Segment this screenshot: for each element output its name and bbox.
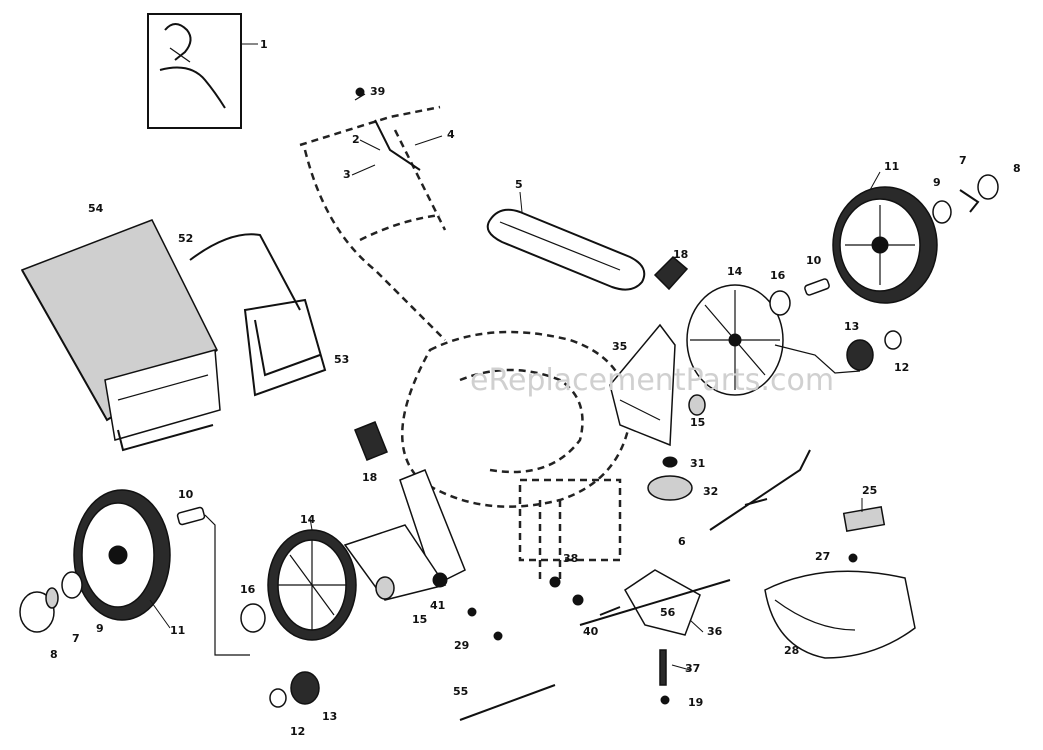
callout-19: 19	[688, 696, 703, 709]
callout-14-right: 14	[727, 265, 743, 278]
callout-13-left: 13	[322, 710, 337, 723]
callout-14-left: 14	[300, 513, 316, 526]
left-wheel	[73, 489, 171, 621]
callout-27: 27	[815, 550, 830, 563]
callout-11-left: 11	[170, 624, 185, 637]
left-gear-cover	[267, 529, 357, 641]
callout-16-left: 16	[240, 583, 256, 596]
callout-9-left: 9	[96, 622, 104, 635]
callout-18-left: 18	[362, 471, 377, 484]
left-drive-bracket	[343, 421, 466, 601]
callout-38: 38	[563, 552, 578, 565]
callout-6: 6	[678, 535, 686, 548]
callout-56: 56	[660, 606, 676, 619]
right-gear-cover	[686, 284, 784, 396]
drive-bracket	[609, 323, 706, 447]
callout-37: 37	[685, 662, 700, 675]
callout-35: 35	[612, 340, 627, 353]
axle-rod	[459, 684, 556, 721]
right-hardware	[653, 174, 999, 374]
callout-2: 2	[352, 133, 360, 146]
callout-40: 40	[583, 625, 599, 638]
callout-5: 5	[515, 178, 523, 191]
callout-15-right: 15	[690, 416, 705, 429]
callout-7-right: 7	[959, 154, 967, 167]
callout-13-right: 13	[844, 320, 859, 333]
callout-12-left: 12	[290, 725, 305, 738]
callout-12-right: 12	[894, 361, 909, 374]
callout-25: 25	[862, 484, 877, 497]
left-hardware	[19, 506, 395, 708]
callout-10-right: 10	[806, 254, 822, 267]
callout-8-left: 8	[50, 648, 58, 661]
callout-28: 28	[784, 644, 799, 657]
callout-1: 1	[260, 38, 268, 51]
callout-52: 52	[178, 232, 193, 245]
callout-39: 39	[370, 85, 385, 98]
callout-7-left: 7	[72, 632, 80, 645]
callout-55: 55	[453, 685, 468, 698]
callout-31: 31	[690, 457, 705, 470]
callout-32: 32	[703, 485, 718, 498]
callout-10-left: 10	[178, 488, 194, 501]
handle-assembly	[299, 87, 447, 341]
transmission	[467, 449, 811, 705]
callout-53: 53	[334, 353, 349, 366]
callout-15-left: 15	[412, 613, 427, 626]
mower-deck	[400, 330, 632, 580]
callout-8-right: 8	[1013, 162, 1021, 175]
callout-9-right: 9	[933, 176, 941, 189]
grass-bag	[20, 219, 221, 452]
callout-29: 29	[454, 639, 469, 652]
leader-lines	[149, 135, 881, 671]
callout-16-right: 16	[770, 269, 786, 282]
bag-frame	[189, 233, 327, 397]
right-wheel	[832, 186, 938, 304]
callout-41: 41	[430, 599, 445, 612]
callout-54: 54	[88, 202, 104, 215]
callout-3: 3	[343, 168, 351, 181]
drive-belt	[486, 208, 646, 291]
callout-11-right: 11	[884, 160, 899, 173]
rear-deflector	[764, 505, 916, 659]
callout-18-right: 18	[673, 248, 688, 261]
callout-36: 36	[707, 625, 723, 638]
watermark: eReplacementParts.com	[470, 363, 834, 398]
callout-4: 4	[447, 128, 455, 141]
part-1-inset	[147, 13, 258, 129]
